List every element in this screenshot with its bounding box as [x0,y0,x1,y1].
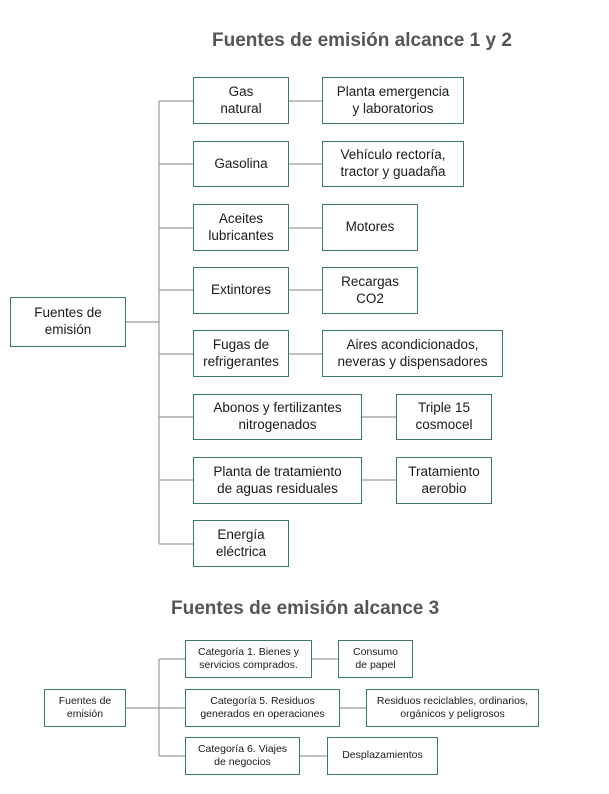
use-node: Planta emergencia y laboratorios [322,77,464,124]
detail-node: Desplazamientos [327,737,438,775]
section1-title: Fuentes de emisión alcance 1 y 2 [212,30,512,51]
source-node: Extintores [193,267,289,314]
use-node: Motores [322,204,418,251]
use-node: Vehículo rectoría, tractor y guadaña [322,141,464,187]
detail-node: Residuos reciclables, ordinarios, orgáni… [366,689,539,727]
use-node: Aires acondicionados, neveras y dispensa… [322,330,503,377]
source-node: Abonos y fertilizantes nitrogenados [193,394,362,440]
use-node: Triple 15 cosmocel [396,394,492,440]
root-node: Fuentes de emisión [10,297,126,347]
category-node: Categoría 1. Bienes y servicios comprado… [185,640,312,678]
detail-node: Consumo de papel [338,640,413,678]
section2-title: Fuentes de emisión alcance 3 [171,598,440,619]
source-node: Aceites lubricantes [193,204,289,251]
use-node: Recargas CO2 [322,267,418,314]
root-node: Fuentes de emisión [44,689,126,727]
source-node: Gas natural [193,77,289,124]
source-node: Energía eléctrica [193,520,289,567]
source-node: Planta de tratamiento de aguas residuale… [193,457,362,504]
category-node: Categoría 6. Viajes de negocios [185,737,300,775]
source-node: Fugas de refrigerantes [193,330,289,377]
category-node: Categoría 5. Residuos generados en opera… [185,689,340,727]
source-node: Gasolina [193,141,289,187]
use-node: Tratamiento aerobio [396,457,492,504]
